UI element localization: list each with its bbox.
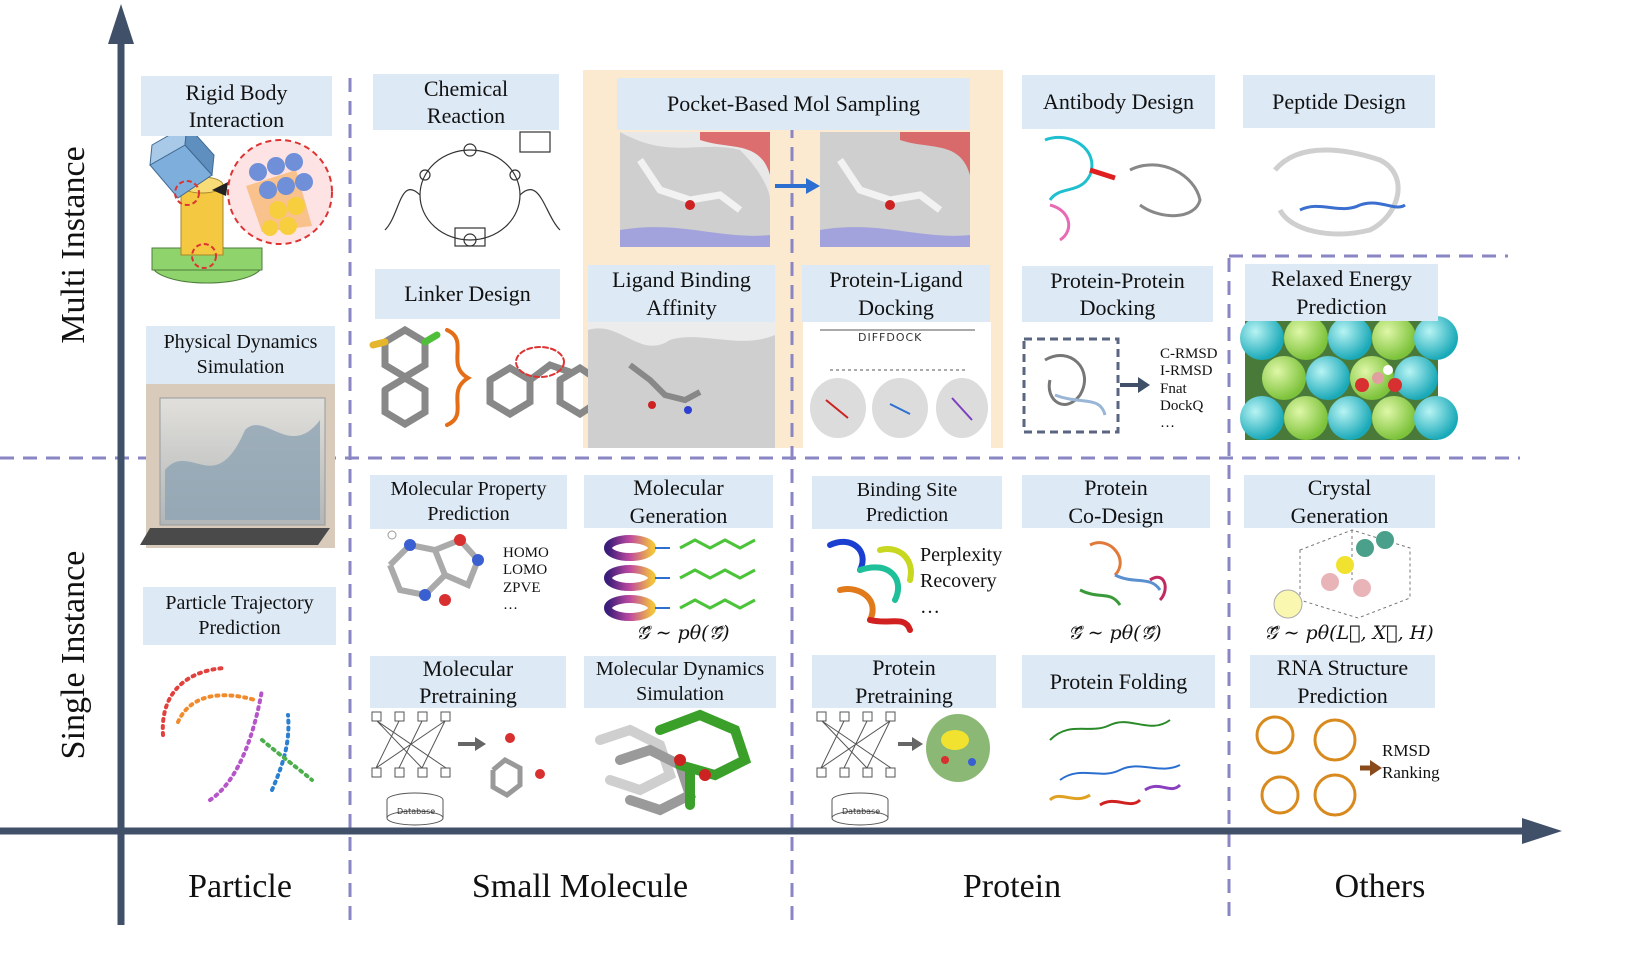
mol-pretraining-thumb bbox=[371, 711, 545, 826]
label-rigid-body-interaction: Rigid Body Interaction bbox=[141, 76, 332, 136]
row-label-single-instance: Single Instance bbox=[55, 550, 92, 760]
label-protein-codesign: Protein Co-Design bbox=[1022, 475, 1210, 528]
diffdock-label: DIFFDOCK bbox=[858, 331, 923, 344]
label-protein-protein-docking: Protein-Protein Docking bbox=[1022, 266, 1213, 322]
particle-trajectory-thumb bbox=[160, 666, 314, 802]
mol-property-metrics: HOMO LOMO ZPVE … bbox=[503, 545, 549, 613]
crystal-generation-thumb bbox=[1273, 529, 1411, 619]
label-protein-pretraining: Protein Pretraining bbox=[812, 655, 996, 708]
protein-database-label: Database bbox=[842, 807, 881, 816]
protein-folding-thumb bbox=[1048, 719, 1182, 807]
relaxed-energy-thumb bbox=[1240, 316, 1458, 440]
mol-generation-thumb bbox=[604, 535, 756, 621]
label-molecular-pretraining: Molecular Pretraining bbox=[370, 656, 566, 708]
linker-design-thumb bbox=[369, 325, 602, 429]
label-chemical-reaction: Chemical Reaction bbox=[373, 74, 559, 130]
label-molecular-generation: Molecular Generation bbox=[584, 475, 773, 528]
mol-property-thumb bbox=[387, 530, 484, 606]
label-rna-structure: RNA Structure Prediction bbox=[1250, 655, 1435, 708]
label-md-simulation: Molecular Dynamics Simulation bbox=[584, 656, 776, 708]
protein-pretraining-thumb bbox=[816, 711, 990, 826]
y-axis-arrow bbox=[108, 4, 134, 44]
mol-database-label: Database bbox=[397, 807, 436, 816]
label-ligand-binding-affinity: Ligand Binding Affinity bbox=[588, 265, 775, 322]
label-relaxed-energy: Relaxed Energy Prediction bbox=[1245, 264, 1438, 321]
rna-structure-thumb bbox=[1255, 715, 1382, 817]
axes bbox=[0, 4, 1562, 925]
label-molecular-property: Molecular Property Prediction bbox=[370, 475, 567, 529]
column-label-small-molecule: Small Molecule bbox=[471, 868, 689, 905]
label-binding-site: Binding Site Prediction bbox=[812, 476, 1002, 529]
ppi-docking-metrics: C-RMSD I-RMSD Fnat DockQ … bbox=[1160, 346, 1218, 431]
label-peptide-design: Peptide Design bbox=[1243, 75, 1435, 128]
column-label-particle: Particle bbox=[188, 868, 292, 905]
protein-ligand-docking-thumb bbox=[803, 322, 991, 448]
label-linker-design: Linker Design bbox=[375, 269, 560, 319]
label-protein-folding: Protein Folding bbox=[1022, 655, 1215, 708]
chemical-reaction-thumb bbox=[384, 131, 561, 247]
rna-metrics: RMSD Ranking bbox=[1382, 741, 1440, 783]
label-pocket-based-sampling: Pocket-Based Mol Sampling bbox=[617, 78, 970, 130]
physical-dynamics-thumb bbox=[140, 384, 335, 548]
binding-site-metrics: Perplexity Recovery … bbox=[920, 544, 1003, 618]
binding-site-thumb bbox=[827, 538, 914, 633]
crystal-formula: 𝒢⃗ ∼ pθ(L⃗, X⃗, H) bbox=[1264, 622, 1434, 644]
protein-codesign-thumb bbox=[1079, 541, 1167, 606]
ppi-docking-thumb bbox=[1022, 337, 1150, 434]
label-particle-trajectory: Particle Trajectory Prediction bbox=[143, 587, 336, 645]
ligand-affinity-thumb bbox=[588, 320, 775, 448]
label-protein-ligand-docking: Protein-Ligand Docking bbox=[802, 265, 990, 322]
antibody-design-thumb bbox=[1044, 135, 1202, 242]
mol-generation-formula: 𝒢⃗ ∼ pθ(𝒢⃗) bbox=[636, 622, 730, 644]
column-label-others: Others bbox=[1334, 868, 1426, 905]
row-label-multi-instance: Multi Instance bbox=[55, 146, 92, 344]
protein-codesign-formula: 𝒢⃗ ∼ pθ(𝒢⃗) bbox=[1068, 622, 1162, 644]
column-label-protein: Protein bbox=[962, 868, 1062, 905]
pocket-sampling-thumb bbox=[620, 132, 970, 247]
peptide-design-thumb bbox=[1273, 147, 1406, 237]
label-antibody-design: Antibody Design bbox=[1022, 75, 1215, 129]
md-simulation-thumb bbox=[595, 709, 752, 816]
rigid-body-thumb bbox=[149, 123, 333, 284]
label-physical-dynamics: Physical Dynamics Simulation bbox=[146, 326, 335, 384]
x-axis-arrow bbox=[1522, 818, 1562, 844]
label-crystal-generation: Crystal Generation bbox=[1244, 475, 1435, 528]
